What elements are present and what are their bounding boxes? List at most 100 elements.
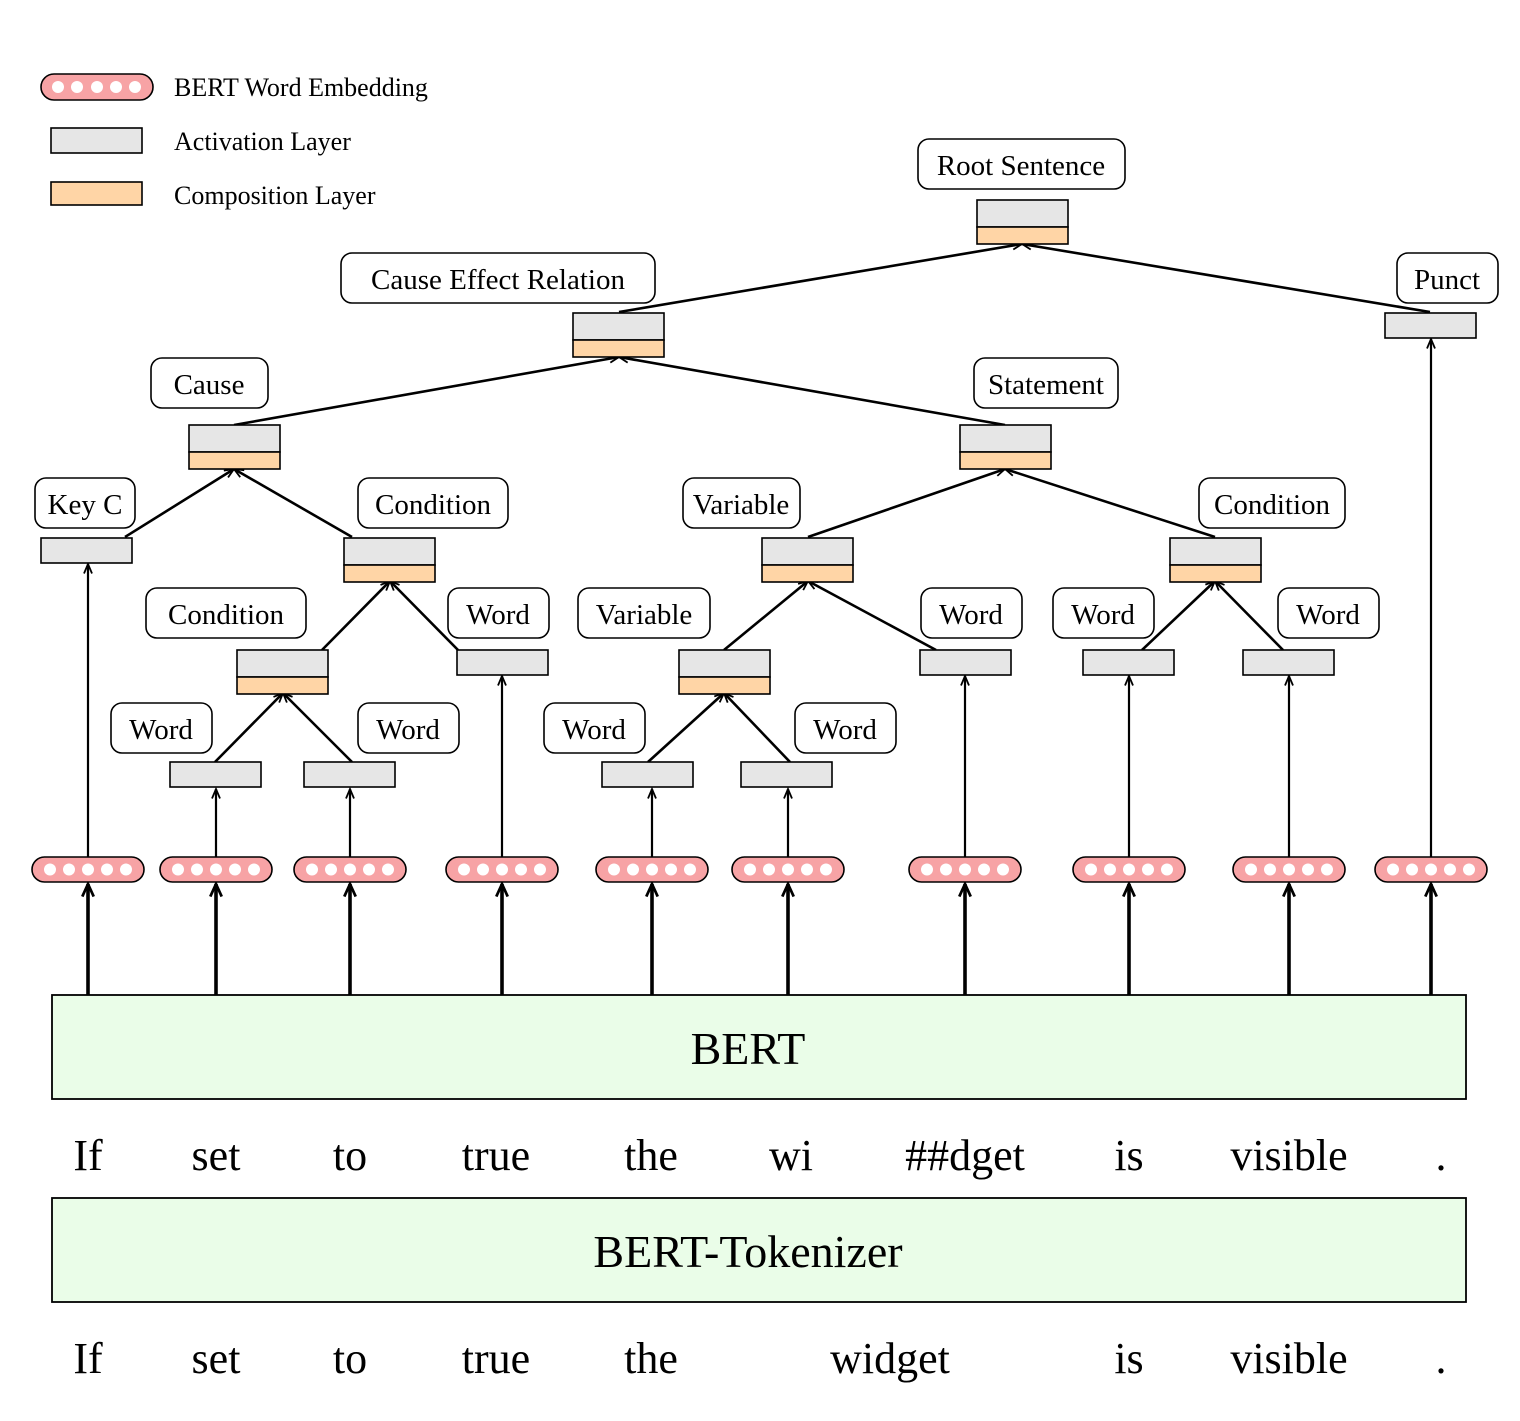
node-punct: Punct bbox=[1396, 252, 1499, 304]
condition-2-layer bbox=[236, 649, 329, 695]
node-word-wdget: Word bbox=[920, 587, 1023, 639]
subword-token: to bbox=[333, 1131, 367, 1180]
node-condition-3: Condition bbox=[1198, 477, 1346, 529]
node-word-wi: Word bbox=[794, 702, 897, 754]
embedding-period bbox=[1374, 856, 1488, 883]
word-the-activation bbox=[601, 761, 694, 788]
legend-activation-label: Activation Layer bbox=[174, 127, 351, 156]
cause-effect-layer bbox=[572, 312, 665, 358]
subword-token: ##dget bbox=[905, 1131, 1025, 1180]
subword-token: . bbox=[1436, 1131, 1447, 1180]
word-is-activation bbox=[1082, 649, 1175, 676]
node-condition-3-label: Condition bbox=[1214, 489, 1331, 521]
input-word: widget bbox=[830, 1334, 950, 1383]
variable-1-layer bbox=[761, 537, 854, 583]
word-wdget-activation bbox=[919, 649, 1012, 676]
embedding-if bbox=[31, 856, 145, 883]
tree-edges bbox=[124, 244, 1431, 763]
node-statement: Statement bbox=[973, 357, 1119, 409]
embedding-row bbox=[31, 856, 1488, 883]
node-word-true: Word bbox=[447, 587, 550, 639]
node-variable-2-label: Variable bbox=[596, 599, 693, 631]
node-cause-label: Cause bbox=[174, 369, 245, 401]
node-word-visible: Word bbox=[1277, 587, 1380, 639]
node-punct-label: Punct bbox=[1414, 264, 1480, 296]
node-word-is-label: Word bbox=[1071, 599, 1135, 631]
node-variable-1-label: Variable bbox=[693, 489, 790, 521]
bert-block: BERT bbox=[51, 994, 1467, 1100]
node-labels: Root Sentence Cause Effect Relation Punc… bbox=[34, 138, 1499, 754]
layer-boxes bbox=[40, 199, 1477, 788]
subword-token: wi bbox=[769, 1131, 813, 1180]
tokenizer-block: BERT-Tokenizer bbox=[51, 1197, 1467, 1303]
node-statement-label: Statement bbox=[988, 369, 1104, 401]
bert-block-label: BERT bbox=[691, 1023, 806, 1074]
node-variable-2: Variable bbox=[577, 587, 711, 639]
embedding-visible bbox=[1232, 856, 1346, 883]
input-word: visible bbox=[1230, 1334, 1347, 1383]
node-key-c: Key C bbox=[34, 477, 136, 529]
input-word: If bbox=[73, 1334, 103, 1383]
statement-layer bbox=[959, 424, 1052, 470]
node-word-set: Word bbox=[110, 702, 213, 754]
input-word: set bbox=[192, 1334, 241, 1383]
subword-token-row: If set to true the wi ##dget is visible … bbox=[73, 1131, 1446, 1180]
subword-token: is bbox=[1114, 1131, 1143, 1180]
node-root-sentence-label: Root Sentence bbox=[937, 150, 1105, 182]
subword-token: true bbox=[462, 1131, 530, 1180]
node-variable-1: Variable bbox=[682, 477, 801, 529]
node-condition-1: Condition bbox=[357, 477, 509, 529]
word-to-activation bbox=[303, 761, 396, 788]
input-word: the bbox=[624, 1334, 678, 1383]
subword-token: set bbox=[192, 1131, 241, 1180]
subword-token: If bbox=[73, 1131, 103, 1180]
node-key-c-label: Key C bbox=[48, 489, 123, 521]
node-word-wi-label: Word bbox=[813, 714, 877, 746]
tokenizer-block-label: BERT-Tokenizer bbox=[593, 1226, 902, 1277]
subword-token: the bbox=[624, 1131, 678, 1180]
input-word-row: If set to true the widget is visible . bbox=[73, 1334, 1446, 1383]
node-condition-2-label: Condition bbox=[168, 599, 285, 631]
word-set-activation bbox=[169, 761, 262, 788]
embedding-set bbox=[159, 856, 273, 883]
node-cause-effect-relation: Cause Effect Relation bbox=[340, 252, 656, 304]
key-c-activation bbox=[40, 537, 133, 564]
node-word-to: Word bbox=[357, 702, 460, 754]
condition-1-layer bbox=[343, 537, 436, 583]
legend-composition-swatch bbox=[50, 181, 143, 206]
legend-activation-swatch bbox=[50, 127, 143, 154]
embedding-wi bbox=[731, 856, 845, 883]
node-word-visible-label: Word bbox=[1296, 599, 1360, 631]
node-condition-2: Condition bbox=[145, 587, 307, 639]
variable-2-layer bbox=[678, 649, 771, 695]
embedding-to bbox=[293, 856, 407, 883]
embedding-dget bbox=[908, 856, 1022, 883]
node-word-true-label: Word bbox=[466, 599, 530, 631]
node-word-the: Word bbox=[543, 702, 646, 754]
embedding-true bbox=[445, 856, 559, 883]
embedding-the bbox=[595, 856, 709, 883]
node-condition-1-label: Condition bbox=[375, 489, 492, 521]
node-word-the-label: Word bbox=[562, 714, 626, 746]
node-word-is: Word bbox=[1052, 587, 1155, 639]
condition-3-layer bbox=[1169, 537, 1262, 583]
word-wi-activation bbox=[740, 761, 833, 788]
bert-to-embedding-arrows bbox=[88, 884, 1431, 995]
input-word: . bbox=[1436, 1334, 1447, 1383]
cause-layer bbox=[188, 424, 281, 470]
legend-embedding-label: BERT Word Embedding bbox=[174, 73, 428, 102]
legend-composition-label: Composition Layer bbox=[174, 181, 376, 210]
node-cause-effect-label: Cause Effect Relation bbox=[371, 264, 625, 296]
subword-token: visible bbox=[1230, 1131, 1347, 1180]
embedding-is bbox=[1072, 856, 1186, 883]
input-word: is bbox=[1114, 1334, 1143, 1383]
legend: BERT Word Embedding Activation Layer Com… bbox=[40, 73, 428, 210]
embedding-to-activation-arrows bbox=[88, 339, 1431, 857]
node-word-wdget-label: Word bbox=[939, 599, 1003, 631]
input-word: true bbox=[462, 1334, 530, 1383]
legend-embedding-swatch bbox=[40, 73, 154, 101]
node-word-to-label: Word bbox=[376, 714, 440, 746]
node-cause: Cause bbox=[150, 357, 269, 409]
node-word-set-label: Word bbox=[129, 714, 193, 746]
